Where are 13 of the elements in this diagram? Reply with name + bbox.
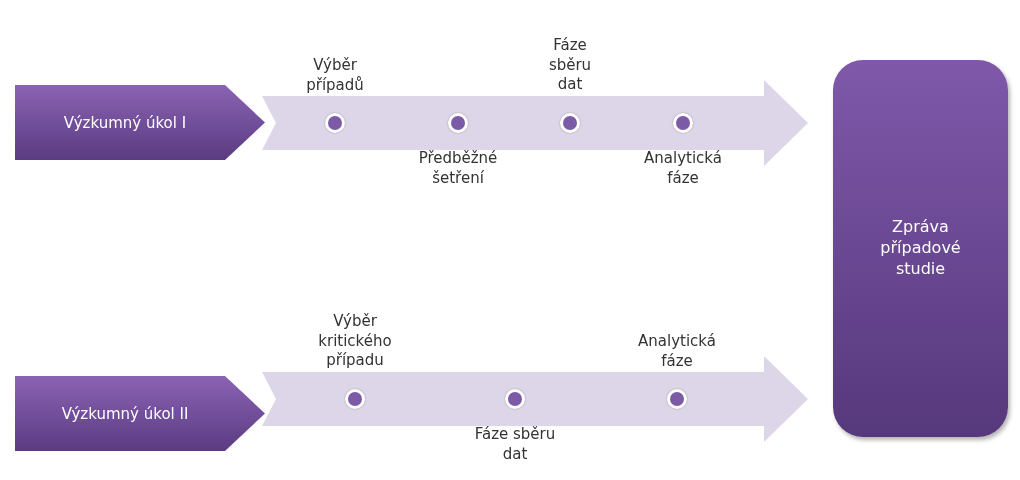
chevron-shape: [15, 85, 265, 160]
chevron-shape: [15, 376, 265, 451]
rounded-box: [833, 60, 1008, 437]
step-label: Výběr kritického případu: [317, 312, 393, 371]
node-label: Výzkumný úkol II: [61, 404, 189, 423]
node-label: Zpráva případové studie: [879, 217, 962, 280]
step-label: Fáze sběru dat: [547, 36, 593, 95]
step-label: Fáze sběru dat: [473, 425, 557, 464]
step-label: Výběr případů: [305, 56, 365, 95]
node-label: Výzkumný úkol I: [63, 113, 187, 132]
step-label: Analytická fáze: [637, 332, 717, 371]
step-label: Analytická fáze: [643, 149, 723, 188]
step-label: Předběžné šetření: [417, 149, 499, 188]
